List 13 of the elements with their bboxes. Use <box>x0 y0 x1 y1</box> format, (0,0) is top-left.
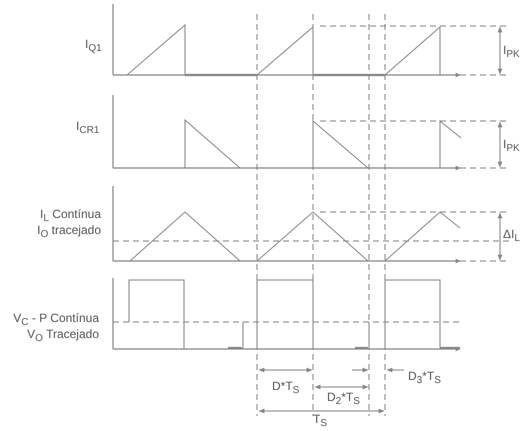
dimension-label: D*T$_{S}$ <box>272 380 300 397</box>
axis-label: V$_{C}$ - P Contínua <box>13 312 99 329</box>
axis-label: V$_{O}$ Tracejado <box>27 328 99 345</box>
dimension-label: D$_{2}$*T$_{S}$ <box>327 391 360 408</box>
axis-label: I$_{O}$ tracejado <box>37 224 101 241</box>
dimension-label: ΔI$_{L}$ <box>503 228 520 245</box>
dimension-label: I$_{PK}$ <box>503 138 520 155</box>
axis-label: I$_{CR1}$ <box>76 120 100 137</box>
dimension-label: T$_{S}$ <box>313 413 328 430</box>
axis-label: I$_{L}$ Contínua <box>40 208 101 225</box>
axis-label: I$_{Q1}$ <box>85 38 102 55</box>
dimension-label: D$_{3}$*T$_{S}$ <box>408 370 441 387</box>
dimension-label: I$_{PK}$ <box>503 44 520 61</box>
